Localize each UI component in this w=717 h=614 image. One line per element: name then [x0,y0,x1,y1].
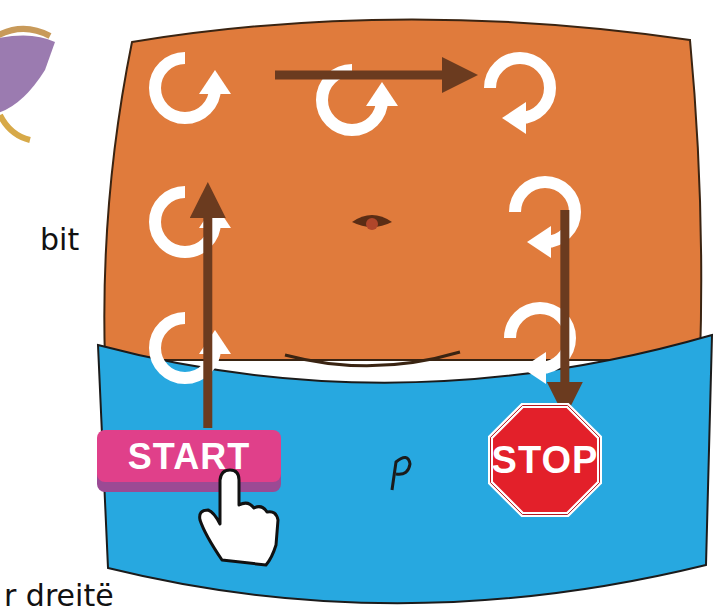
circular-arrow [155,192,231,252]
navel-dot [366,218,378,230]
path-arrow [208,75,565,428]
belly-line [285,352,460,366]
text-fragment: r dreitë [4,578,114,613]
sign-text: STOP [492,439,599,482]
circular-arrow [490,58,550,134]
bowl-food [0,29,50,40]
bowl [0,35,55,115]
circular-arrow [155,318,231,378]
circular-arrow [155,58,231,118]
start-button: START [95,428,283,494]
button-text: START [128,436,250,478]
bowl-spoon [0,115,30,140]
torso [104,19,701,360]
text-fragment: bit [40,222,79,257]
fly-mark [392,457,410,490]
stop-sign: STOP [483,398,607,522]
